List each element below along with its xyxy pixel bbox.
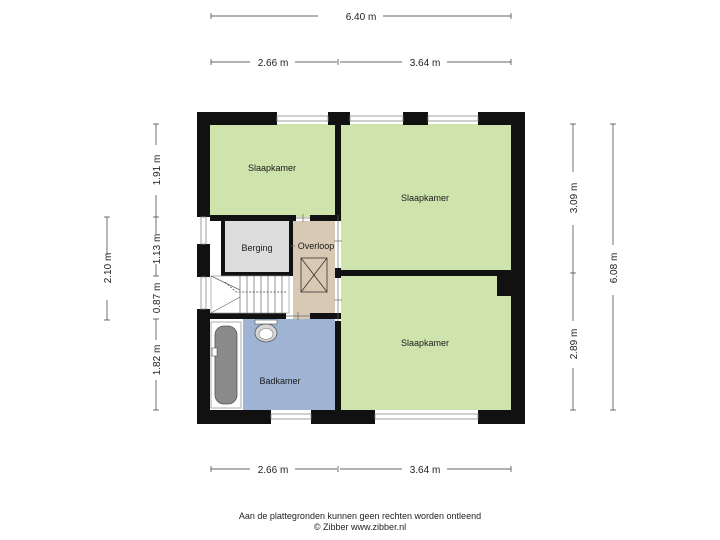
room-bedroom-bottom-right — [341, 276, 511, 410]
dim-bottom-left: 2.66 m — [258, 465, 289, 476]
walls — [197, 112, 525, 424]
dim-right-bottom: 2.89 m — [569, 329, 580, 360]
attic-hatch — [300, 257, 328, 293]
staircase — [210, 275, 290, 314]
dim-top-total: 6.40 m — [346, 12, 377, 23]
room-bedroom-top-left — [210, 124, 335, 217]
room-storage — [225, 221, 291, 272]
dim-left-c: 0.87 m — [152, 283, 163, 314]
copyright-text: © Zibber www.zibber.nl — [313, 522, 407, 532]
room-bedroom-top-right — [341, 124, 511, 270]
room-landing — [293, 221, 335, 319]
disclaimer-text: Aan de plattegronden kunnen geen rechten… — [238, 511, 482, 521]
footer: Aan de plattegronden kunnen geen rechten… — [0, 511, 720, 533]
dim-left-d: 1.82 m — [152, 345, 163, 376]
dimension-lines — [104, 13, 616, 472]
label-bathroom: Badkamer — [259, 376, 300, 386]
dim-bottom-right: 3.64 m — [410, 465, 441, 476]
dim-top-right: 3.64 m — [410, 58, 441, 69]
dim-left-a: 1.91 m — [152, 155, 163, 186]
dim-left-b: 1.13 m — [152, 234, 163, 265]
dim-left-outer: 2.10 m — [103, 253, 114, 284]
dim-right-top: 3.09 m — [569, 183, 580, 214]
toilet — [254, 319, 278, 343]
label-landing: Overloop — [298, 241, 335, 251]
label-bedroom-bottom-right: Slaapkamer — [401, 338, 449, 348]
dim-right-total: 6.08 m — [609, 253, 620, 284]
bathtub — [210, 321, 242, 409]
doors — [286, 214, 342, 321]
label-bedroom-top-right: Slaapkamer — [401, 193, 449, 203]
label-bedroom-top-left: Slaapkamer — [248, 163, 296, 173]
dim-top-left: 2.66 m — [258, 58, 289, 69]
label-storage: Berging — [241, 243, 272, 253]
windows — [200, 115, 479, 420]
